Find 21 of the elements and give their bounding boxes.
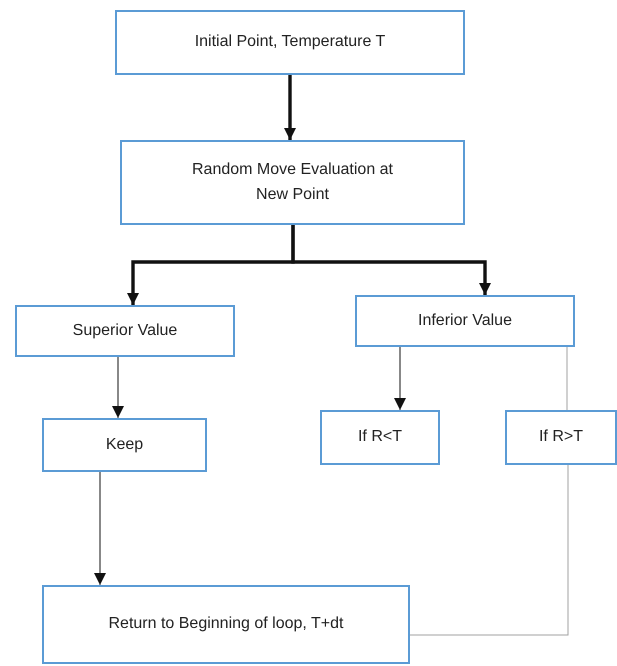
process-box bbox=[42, 418, 207, 472]
process-box bbox=[15, 305, 235, 357]
box-label: Initial Point, Temperature T bbox=[194, 32, 386, 52]
arrow bbox=[284, 75, 296, 140]
box-label: Keep bbox=[106, 434, 144, 455]
process-box bbox=[115, 10, 465, 75]
process-box bbox=[505, 410, 617, 465]
arrow bbox=[112, 356, 124, 418]
process-box bbox=[355, 295, 575, 347]
process-box bbox=[320, 410, 440, 465]
box-label: Inferior Value bbox=[418, 310, 512, 331]
box-label: If R<T bbox=[358, 427, 402, 448]
process-box bbox=[42, 585, 410, 664]
arrow bbox=[394, 346, 406, 410]
box-label: Random Move Evaluation at New Point bbox=[191, 160, 394, 204]
box-label: Superior Value bbox=[72, 320, 178, 341]
arrow bbox=[94, 472, 106, 586]
box-label: If R>T bbox=[538, 427, 583, 448]
arrow bbox=[291, 225, 491, 295]
box-label: Return to Beginning of loop, T+dt bbox=[108, 614, 344, 634]
process-box bbox=[120, 140, 465, 225]
